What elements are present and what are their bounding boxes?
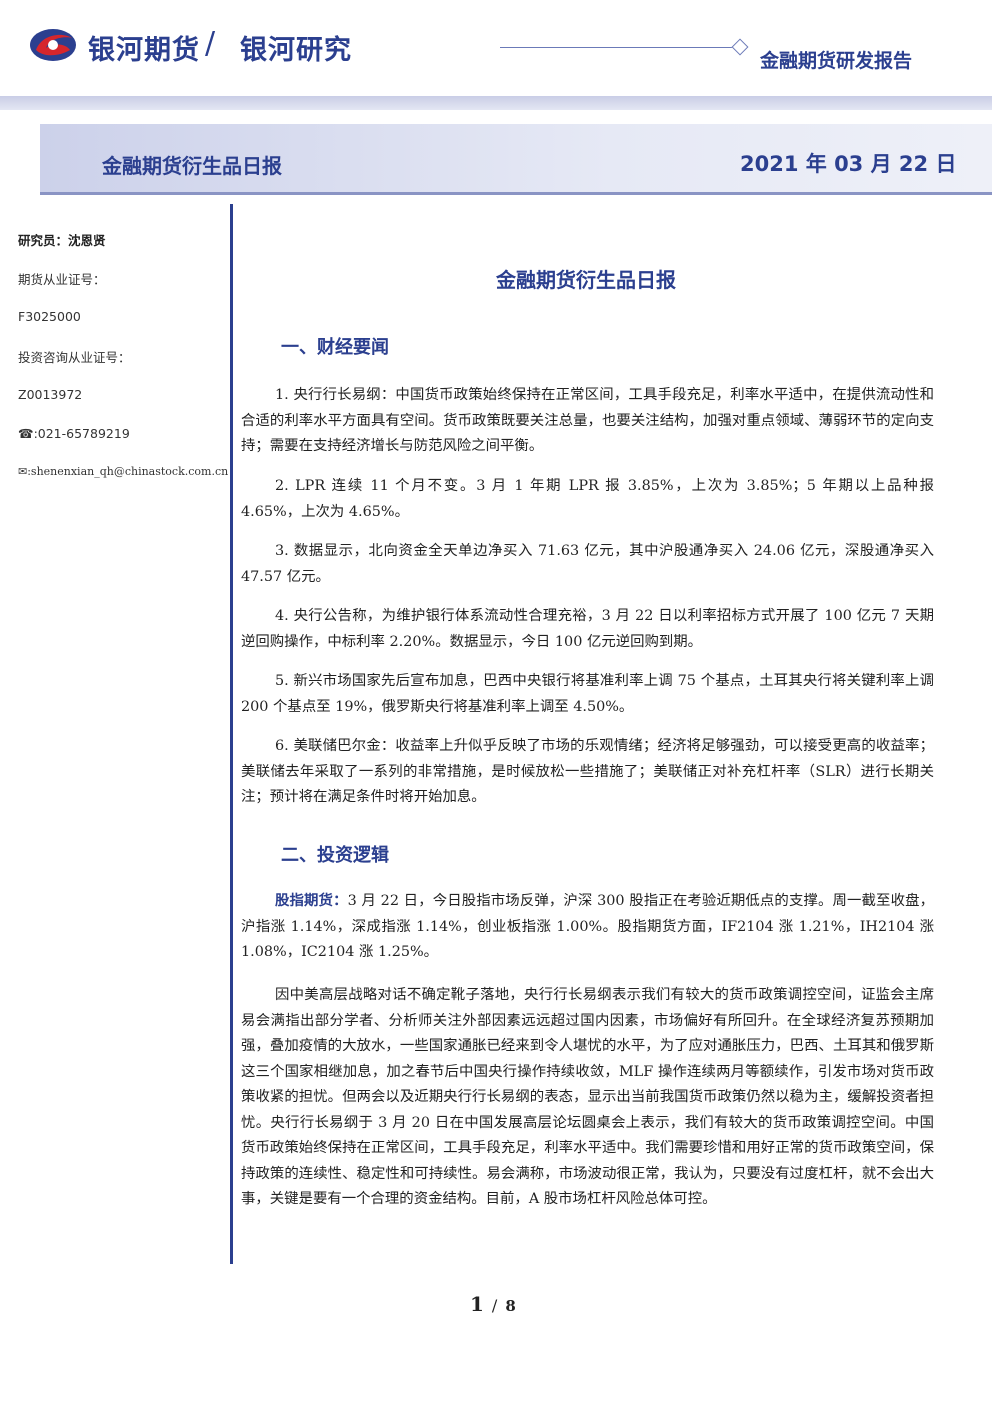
header-rule bbox=[500, 47, 732, 48]
news-item: 1. 央行行长易纲：中国货币政策始终保持在正常区间，工具手段充足，利率水平适中，… bbox=[241, 387, 934, 454]
news-item: 2. LPR 连续 11 个月不变。3 月 1 年期 LPR 报 3.85%，上… bbox=[241, 478, 934, 520]
report-type: 金融期货研发报告 bbox=[760, 50, 913, 72]
news-item: 3. 数据显示，北向资金全天单边净买入 71.63 亿元，其中沪股通净买入 24… bbox=[241, 543, 934, 585]
page-number: 1 / 8 bbox=[470, 1292, 516, 1316]
index-futures-lead: 股指期货： bbox=[275, 892, 348, 909]
galaxy-logo-icon bbox=[30, 29, 76, 61]
futures-cert: F3025000 bbox=[18, 309, 81, 324]
sidebar-divider bbox=[230, 204, 233, 1264]
report-date: 2021 年 03 月 22 日 bbox=[740, 152, 957, 176]
consult-cert-label: 投资咨询从业证号： bbox=[18, 350, 131, 365]
title-bar bbox=[40, 124, 992, 194]
page-header: 银河期货 / 银河研究 金融期货研发报告 bbox=[0, 0, 992, 100]
consult-cert: Z0013972 bbox=[18, 387, 83, 402]
news-item: 4. 央行公告称，为维护银行体系流动性合理充裕，3 月 22 日以利率招标方式开… bbox=[241, 608, 934, 650]
news-item: 5. 新兴市场国家先后宣布加息，巴西中央银行将基准利率上调 75 个基点，土耳其… bbox=[241, 673, 934, 715]
analysis-paragraph: 因中美高层战略对话不确定靴子落地，央行行长易纲表示我们有较大的货币政策调控空间，… bbox=[241, 987, 934, 1207]
total-pages: 8 bbox=[505, 1297, 516, 1315]
current-page: 1 bbox=[470, 1292, 484, 1316]
header-band bbox=[0, 96, 992, 110]
email-link[interactable]: ✉:shenenxian_qh@chinastock.com.cn bbox=[18, 465, 229, 478]
index-futures-summary: 股指期货：3 月 22 日，今日股指市场反弹，沪深 300 股指正在考验近期低点… bbox=[241, 888, 934, 966]
index-futures-text: 3 月 22 日，今日股指市场反弹，沪深 300 股指正在考验近期低点的支撑。周… bbox=[241, 893, 934, 960]
document-title: 金融期货衍生品日报 bbox=[496, 268, 676, 292]
futures-cert-label: 期货从业证号： bbox=[18, 272, 106, 287]
news-item: 6. 美联储巴尔金：收益率上升似乎反映了市场的乐观情绪；经济将足够强劲，可以接受… bbox=[241, 738, 934, 805]
analyst-name: 研究员：沈恩贤 bbox=[18, 233, 106, 248]
brand-sub: 银河研究 bbox=[240, 35, 352, 66]
section-heading-news: 一、财经要闻 bbox=[281, 337, 389, 358]
diamond-icon bbox=[731, 38, 749, 56]
section-heading-logic: 二、投资逻辑 bbox=[281, 845, 389, 866]
page-separator: / bbox=[491, 1296, 498, 1315]
report-title: 金融期货衍生品日报 bbox=[102, 154, 282, 178]
brand-name: 银河期货 bbox=[88, 35, 200, 66]
brand-divider: / bbox=[205, 26, 216, 61]
phone: ☎:021-65789219 bbox=[18, 426, 130, 441]
title-bar-rule bbox=[40, 192, 992, 195]
